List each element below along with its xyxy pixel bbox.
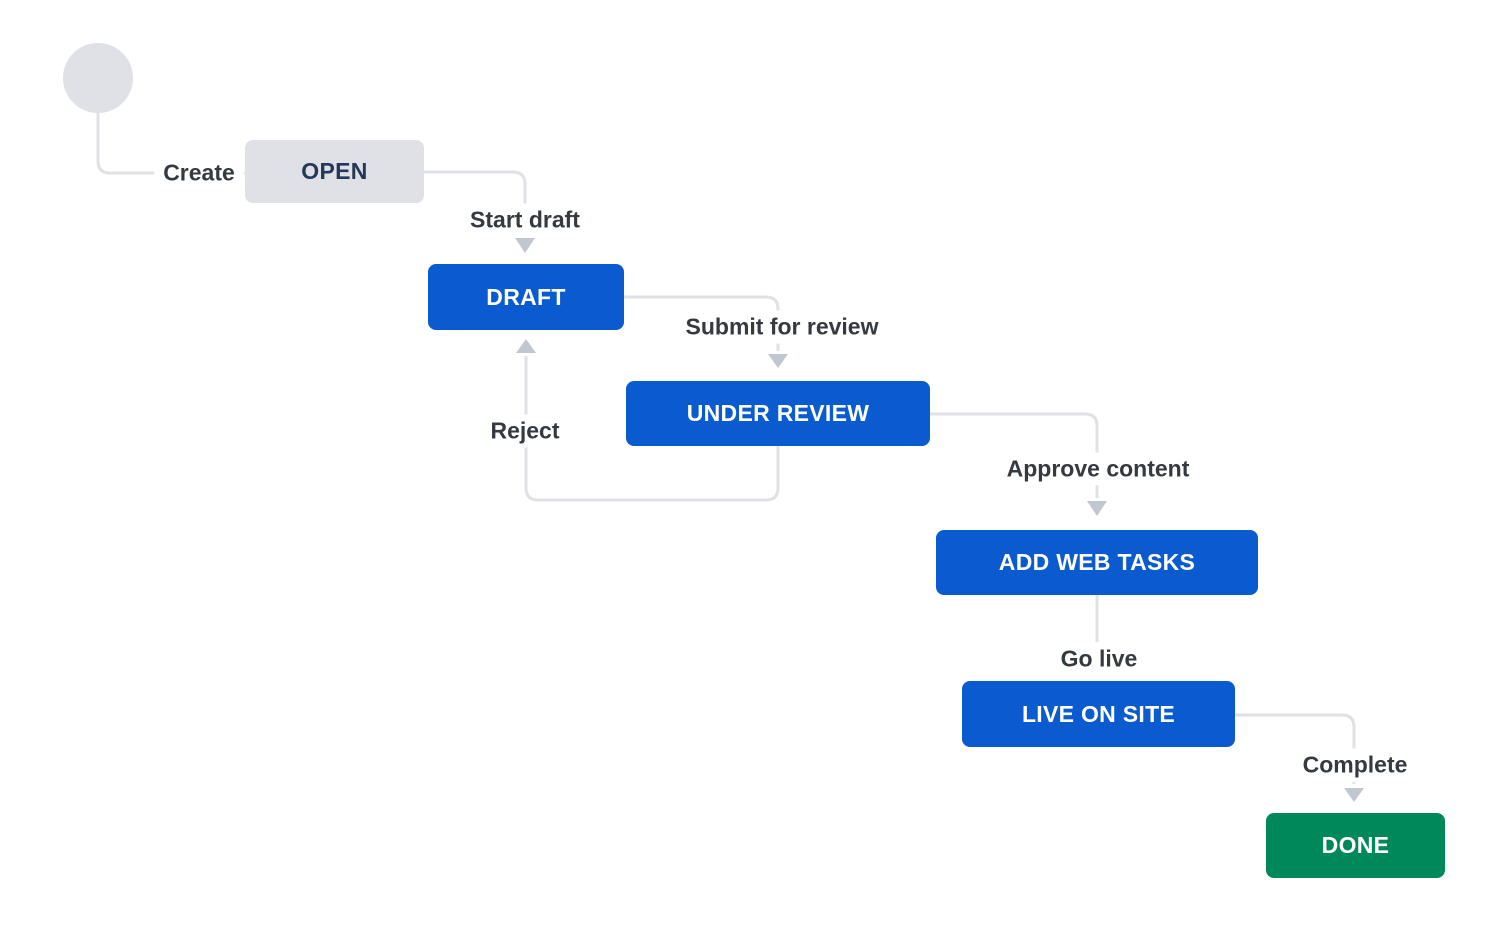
transition-label-create[interactable]: Create [154,156,244,190]
node-open-label: OPEN [301,158,368,184]
connector-complete [1235,713,1356,784]
connector-approve-content [930,412,1099,498]
node-add-web-tasks-label: ADD WEB TASKS [998,549,1196,575]
arrowhead-approve-content [1087,501,1107,516]
connector-create [96,113,245,175]
transition-label-complete[interactable]: Complete [1293,748,1417,782]
connector-start-draft [424,170,527,236]
node-add-web-tasks[interactable]: ADD WEB TASKS [936,530,1258,595]
node-draft[interactable]: DRAFT [428,264,624,330]
node-done-label: DONE [1321,832,1390,858]
transition-label-go-live[interactable]: Go live [1051,642,1147,676]
arrowhead-start-draft [515,238,535,253]
transition-label-approve-content[interactable]: Approve content [997,452,1199,486]
node-live-on-site-label: LIVE ON SITE [1021,700,1176,727]
node-done[interactable]: DONE [1266,813,1445,878]
transition-label-start-draft[interactable]: Start draft [461,203,589,237]
transition-label-submit-for-review[interactable]: Submit for review [676,310,888,344]
connector-reject [524,356,780,502]
node-open[interactable]: OPEN [245,140,424,203]
transition-label-reject[interactable]: Reject [481,414,569,448]
node-draft-label: DRAFT [486,283,566,310]
node-under-review[interactable]: UNDER REVIEW [626,381,930,446]
connector-submit-for-review [624,295,780,351]
arrowhead-submit-for-review [768,354,788,368]
node-under-review-label: UNDER REVIEW [686,400,870,426]
start-node-circle[interactable] [63,43,133,113]
node-live-on-site[interactable]: LIVE ON SITE [962,681,1235,747]
arrowhead-complete [1344,788,1364,802]
arrowhead-reject [516,339,536,353]
